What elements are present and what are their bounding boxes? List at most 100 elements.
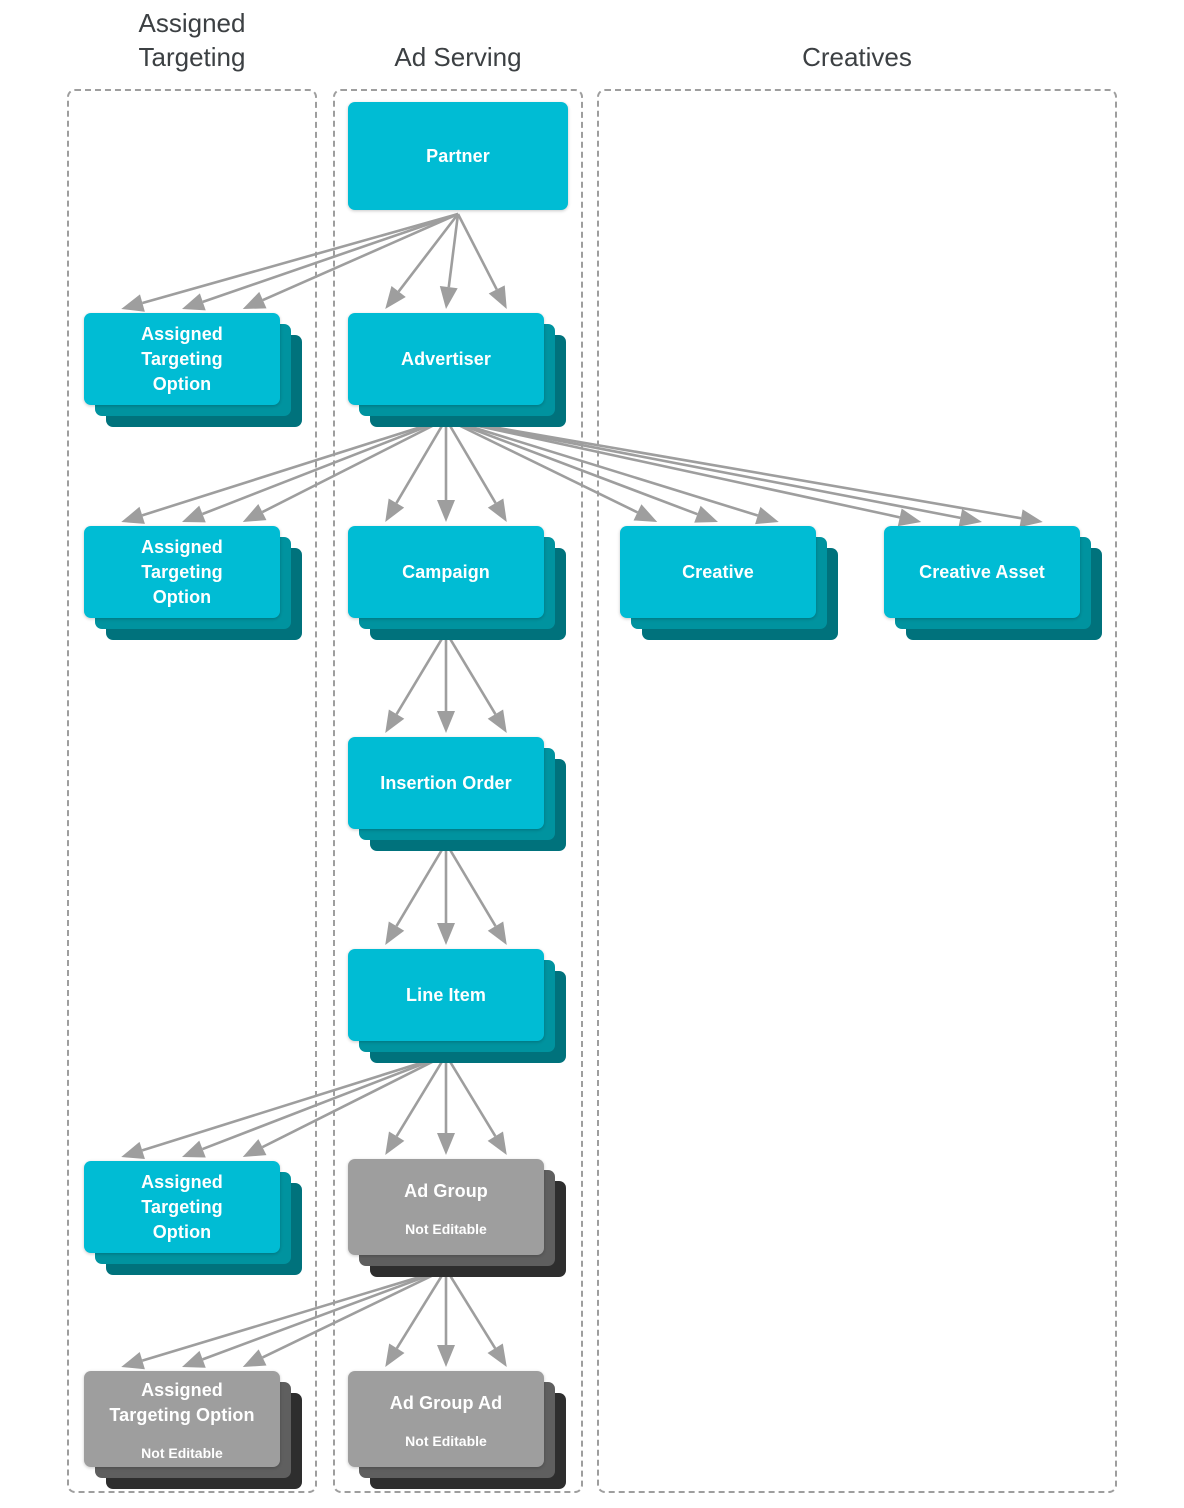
node-card[interactable]: Assigned Targeting Option <box>84 313 280 405</box>
edge-arrowhead <box>437 1133 455 1155</box>
node-label: Creative <box>682 561 754 582</box>
edge-arrowhead <box>121 1141 145 1159</box>
node-label: Ad Group <box>404 1180 488 1201</box>
node-card[interactable]: Partner <box>348 102 568 210</box>
edge-arrowhead <box>487 709 507 733</box>
edge-line <box>445 417 698 516</box>
edge-line <box>141 1053 447 1152</box>
edge-insertion-order-to-line-item <box>385 842 507 945</box>
node-label: Creative Asset <box>919 561 1045 582</box>
edge-arrowhead <box>121 506 145 524</box>
edge-arrowhead <box>121 294 145 312</box>
node-partner[interactable]: Partner <box>348 102 594 236</box>
node-card[interactable]: Advertiser <box>348 313 544 405</box>
edge-line <box>447 213 460 288</box>
node-card[interactable]: Insertion Order <box>348 737 544 829</box>
node-card[interactable]: Assigned Targeting Option <box>84 526 280 618</box>
column-group-ad-serving <box>333 89 583 1493</box>
edge-arrowhead <box>437 711 455 733</box>
edge-advertiser-to-assigned-targeting-option-advertiser <box>121 417 447 524</box>
node-assigned-targeting-option-lineitem[interactable]: Assigned Targeting Option <box>84 1161 306 1279</box>
edge-arrowhead <box>487 498 507 522</box>
node-label: Partner <box>426 145 490 166</box>
edge-arrowhead <box>121 1352 145 1370</box>
column-header-assigned-targeting: Assigned Targeting <box>138 8 246 72</box>
edge-advertiser-to-creative <box>445 417 779 525</box>
node-card[interactable]: Creative <box>620 526 816 618</box>
edge-arrowhead <box>242 504 267 522</box>
edge-arrowhead <box>385 498 405 522</box>
edge-arrowhead <box>385 921 405 945</box>
node-creative[interactable]: Creative <box>620 526 842 644</box>
node-line-item[interactable]: Line Item <box>348 949 570 1067</box>
edge-arrowhead <box>487 921 507 945</box>
node-assigned-targeting-option-advertiser[interactable]: Assigned Targeting Option <box>84 526 306 644</box>
node-assigned-targeting-option-partner[interactable]: Assigned Targeting Option <box>84 313 306 431</box>
edge-arrowhead <box>487 1343 507 1367</box>
node-label: Assigned Targeting Option <box>141 323 223 394</box>
node-label: Advertiser <box>400 348 492 369</box>
node-editability-note: Not Editable <box>405 1220 487 1237</box>
edge-partner-to-advertiser <box>385 213 507 309</box>
edge-line <box>444 1268 497 1349</box>
node-campaign[interactable]: Campaign <box>348 526 570 644</box>
edge-line <box>444 1054 497 1137</box>
edge-arrowhead <box>385 709 405 733</box>
edge-line <box>444 842 497 927</box>
edge-line <box>445 417 1022 520</box>
edge-arrowhead <box>242 1139 267 1157</box>
edge-arrowhead <box>897 508 922 527</box>
edge-advertiser-to-creative-asset <box>445 417 1043 528</box>
edge-line <box>445 417 759 517</box>
edge-line <box>395 1054 448 1137</box>
node-label: Assigned Targeting Option <box>109 1380 255 1425</box>
edge-line <box>445 417 901 519</box>
edge-line <box>395 418 448 504</box>
edge-arrowhead <box>958 509 982 527</box>
edge-line <box>202 212 459 304</box>
node-card[interactable]: Creative Asset <box>884 526 1080 618</box>
edge-line <box>261 417 447 514</box>
edge-line-item-to-assigned-targeting-option-lineitem <box>121 1053 447 1159</box>
edge-arrowhead <box>385 1343 405 1367</box>
edge-line <box>456 213 498 291</box>
edge-arrowhead <box>242 291 267 309</box>
node-creative-asset[interactable]: Creative Asset <box>884 526 1106 644</box>
node-label: Assigned Targeting Option <box>141 536 223 607</box>
edge-line <box>262 212 459 302</box>
edge-arrowhead <box>242 1349 267 1367</box>
edge-line-item-to-ad-group <box>385 1054 507 1155</box>
node-advertiser[interactable]: Advertiser <box>348 313 570 431</box>
edge-arrowhead <box>437 1345 455 1367</box>
edge-line <box>141 417 447 517</box>
edge-arrowhead <box>694 505 718 523</box>
edge-arrowhead <box>755 506 779 525</box>
node-card[interactable]: Line Item <box>348 949 544 1041</box>
node-card[interactable]: Campaign <box>348 526 544 618</box>
edge-arrowhead <box>182 1140 206 1158</box>
edge-line <box>395 631 448 715</box>
edge-arrowhead <box>488 285 507 309</box>
node-card[interactable]: Assigned Targeting Option <box>84 1161 280 1253</box>
node-label: Line Item <box>406 984 486 1005</box>
edge-ad-group-to-ad-group-ad <box>385 1268 507 1367</box>
edge-line <box>395 842 448 927</box>
edge-line <box>395 1268 448 1349</box>
edge-advertiser-to-campaign <box>385 418 507 522</box>
edge-line <box>445 417 639 514</box>
edge-line <box>445 417 961 520</box>
edge-partner-to-assigned-targeting-option-partner <box>121 212 459 312</box>
node-insertion-order[interactable]: Insertion Order <box>348 737 570 855</box>
edge-arrowhead <box>487 1131 507 1155</box>
node-label: Campaign <box>402 561 490 582</box>
edge-line <box>262 1267 447 1359</box>
edge-arrowhead <box>437 923 455 945</box>
edge-arrowhead <box>182 505 206 523</box>
